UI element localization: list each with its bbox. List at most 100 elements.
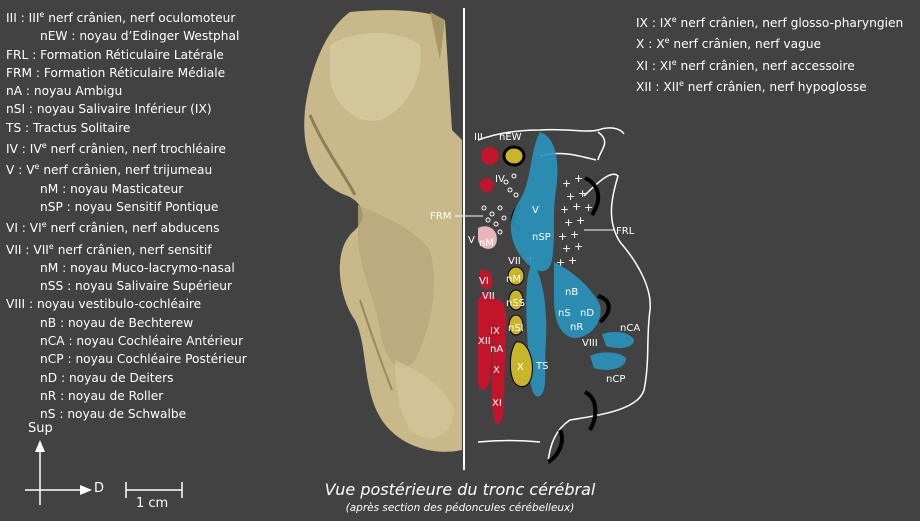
- label-nA: nA: [490, 344, 503, 355]
- label-VII-b: VII: [482, 291, 495, 302]
- label-nSI: nSI: [508, 323, 524, 334]
- svg-text:+: +: [562, 177, 571, 190]
- label-nCP: nCP: [606, 374, 625, 385]
- svg-text:+: +: [574, 172, 583, 185]
- legend-right-item: XII : XIIe nerf crânien, nerf hypoglosse: [636, 78, 867, 94]
- nucleus-labels: III nEW IV FRM FRL V nSP V nM VII VI VII…: [430, 132, 640, 409]
- legend-left-item: IV : IVe nerf crânien, nerf trochléaire: [6, 141, 226, 157]
- label-VIII: VIII: [582, 338, 598, 349]
- label-nD: nD: [580, 308, 594, 319]
- label-V-motor: V: [468, 235, 475, 246]
- label-nSP: nSP: [532, 232, 551, 243]
- legend-left-item: VIII : noyau vestibulo-cochléaire: [6, 297, 202, 312]
- label-XII: XII: [478, 336, 491, 347]
- frm-dots: [481, 173, 519, 235]
- d-label: D: [94, 481, 105, 496]
- legend-left-item: V : Ve nerf crânien, nerf trijumeau: [6, 162, 213, 178]
- label-FRL: FRL: [616, 226, 635, 237]
- XII-column: [478, 292, 496, 391]
- legend-right-item: XI : XIe nerf crânien, nerf accessoire: [636, 57, 855, 73]
- legend-left-item: nR : noyau de Roller: [40, 388, 164, 403]
- VI-nucleus: [480, 269, 493, 290]
- legend-left-item: VII : VIIe nerf crânien, nerf sensitif: [6, 241, 212, 257]
- legend-left-item: nSS : noyau Salivaire Supérieur: [40, 279, 232, 294]
- svg-text:+: +: [560, 203, 569, 216]
- label-nS: nS: [558, 308, 571, 319]
- brainstem-outline: [477, 127, 651, 463]
- legend-left-item: nM : noyau Muco-lacrymo-nasal: [40, 260, 235, 275]
- legend-left-item: TS : Tractus Solitaire: [6, 120, 131, 135]
- svg-text:+: +: [558, 230, 567, 243]
- legend-right-item: X : Xe nerf crânien, nerf vague: [636, 36, 822, 52]
- label-X: X: [517, 362, 524, 373]
- legend-left-item: nSP : noyau Sensitif Pontique: [40, 199, 219, 214]
- legend-left-item: nM : noyau Masticateur: [40, 181, 184, 196]
- III-nucleus: [481, 147, 499, 165]
- legend-left-item: VI : VIe nerf crânien, nerf abducens: [6, 220, 220, 236]
- cochlear-posterior: [590, 352, 626, 370]
- label-nB: nB: [565, 287, 578, 298]
- legend-left-item: nD : noyau de Deiters: [40, 370, 174, 385]
- scale-bar: [125, 482, 183, 498]
- svg-text:+: +: [584, 201, 593, 214]
- nM-nucleus: [507, 266, 525, 286]
- label-IX: IX: [490, 326, 500, 337]
- sup-label: Sup: [28, 421, 53, 436]
- svg-text:+: +: [574, 240, 583, 253]
- legend-right: IX : IXe nerf crânien, nerf glosso-phary…: [636, 11, 903, 96]
- legend-left-item: nCP : noyau Cochléaire Postérieur: [40, 352, 247, 367]
- legend-left-item: nSI : noyau Salivaire Inférieur (IX): [6, 102, 212, 117]
- brainstem-specimen: [304, 10, 462, 452]
- visceral-nuclei: [502, 145, 533, 388]
- motor-nuclei: [478, 147, 507, 424]
- svg-text:+: +: [568, 254, 577, 267]
- legend-left-item: nB : noyau de Bechterew: [40, 315, 194, 330]
- vestibular-nuclei: [554, 262, 601, 338]
- label-nM2: nM: [506, 274, 521, 285]
- label-nEW: nEW: [499, 132, 522, 143]
- label-FRM: FRM: [430, 211, 451, 222]
- legend-left-item: nCA : noyau Cochléaire Antérieur: [40, 334, 244, 349]
- legend-left-item: nEW : noyau d’Edinger Westphal: [40, 29, 240, 44]
- label-III: III: [474, 132, 483, 143]
- label-IV: IV: [495, 174, 505, 185]
- sup-arrowhead: [35, 440, 45, 452]
- nSS-nucleus: [508, 289, 524, 311]
- legend-left: III : IIIe nerf crânien, nerf oculomoteu…: [6, 6, 247, 424]
- nEW-nucleus: [502, 145, 526, 167]
- svg-text:+: +: [578, 187, 587, 200]
- legend-left-item: FRM : Formation Réticulaire Médiale: [6, 65, 226, 80]
- svg-text:+: +: [562, 242, 571, 255]
- orientation-axes: [25, 440, 92, 505]
- label-nSS: nSS: [506, 298, 525, 309]
- svg-text:+: +: [566, 190, 575, 203]
- label-VII: VII: [508, 256, 521, 267]
- label-XI: XI: [492, 398, 502, 409]
- trigeminal-sensory-column: [510, 132, 558, 272]
- label-TS: TS: [535, 361, 548, 372]
- nSI-nucleus: [508, 314, 524, 336]
- label-VI: VI: [479, 276, 489, 287]
- svg-text:+: +: [564, 216, 573, 229]
- caption-subtitle: (après section des pédoncules cérébelleu…: [345, 502, 575, 514]
- legend-left-item: III : IIIe nerf crânien, nerf oculomoteu…: [6, 10, 236, 25]
- caption-title: Vue postérieure du tronc cérébral: [324, 480, 596, 499]
- nA-column: [491, 299, 507, 424]
- label-nCA: nCA: [620, 323, 640, 334]
- V-motor-nucleus: [478, 226, 497, 249]
- X-dorsal-nucleus: [509, 341, 533, 388]
- svg-text:+: +: [570, 228, 579, 241]
- label-X-left: X: [493, 365, 500, 376]
- label-nM: nM: [479, 238, 494, 249]
- svg-text:+: +: [576, 214, 585, 227]
- label-nR: nR: [570, 322, 583, 333]
- scale-label: 1 cm: [136, 496, 169, 511]
- IV-nucleus: [480, 178, 494, 192]
- svg-text:+: +: [556, 256, 565, 269]
- legend-left-item: nS : noyau de Schwalbe: [40, 407, 187, 422]
- legend-right-item: IX : IXe nerf crânien, nerf glosso-phary…: [636, 15, 904, 30]
- label-V: V: [532, 205, 539, 216]
- d-arrowhead: [80, 485, 92, 495]
- cochlear-anterior: [602, 332, 634, 348]
